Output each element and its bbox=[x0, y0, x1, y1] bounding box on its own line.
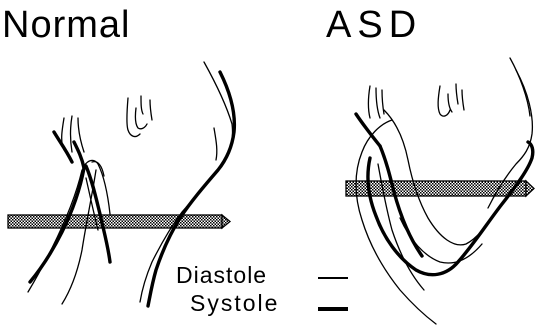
legend-label-diastole: Diastole bbox=[176, 262, 267, 289]
asd-valve-cusps bbox=[369, 84, 465, 118]
legend-item-diastole: Diastole bbox=[176, 262, 376, 290]
legend-swatch-thin-line bbox=[318, 277, 348, 279]
legend-swatch-thick-line bbox=[318, 307, 348, 311]
asd-ultrasound-beam bbox=[346, 181, 534, 196]
normal-ultrasound-beam bbox=[8, 215, 230, 228]
legend: Diastole Systole bbox=[176, 262, 376, 328]
legend-item-systole: Systole bbox=[176, 290, 376, 318]
legend-label-systole: Systole bbox=[190, 290, 279, 317]
